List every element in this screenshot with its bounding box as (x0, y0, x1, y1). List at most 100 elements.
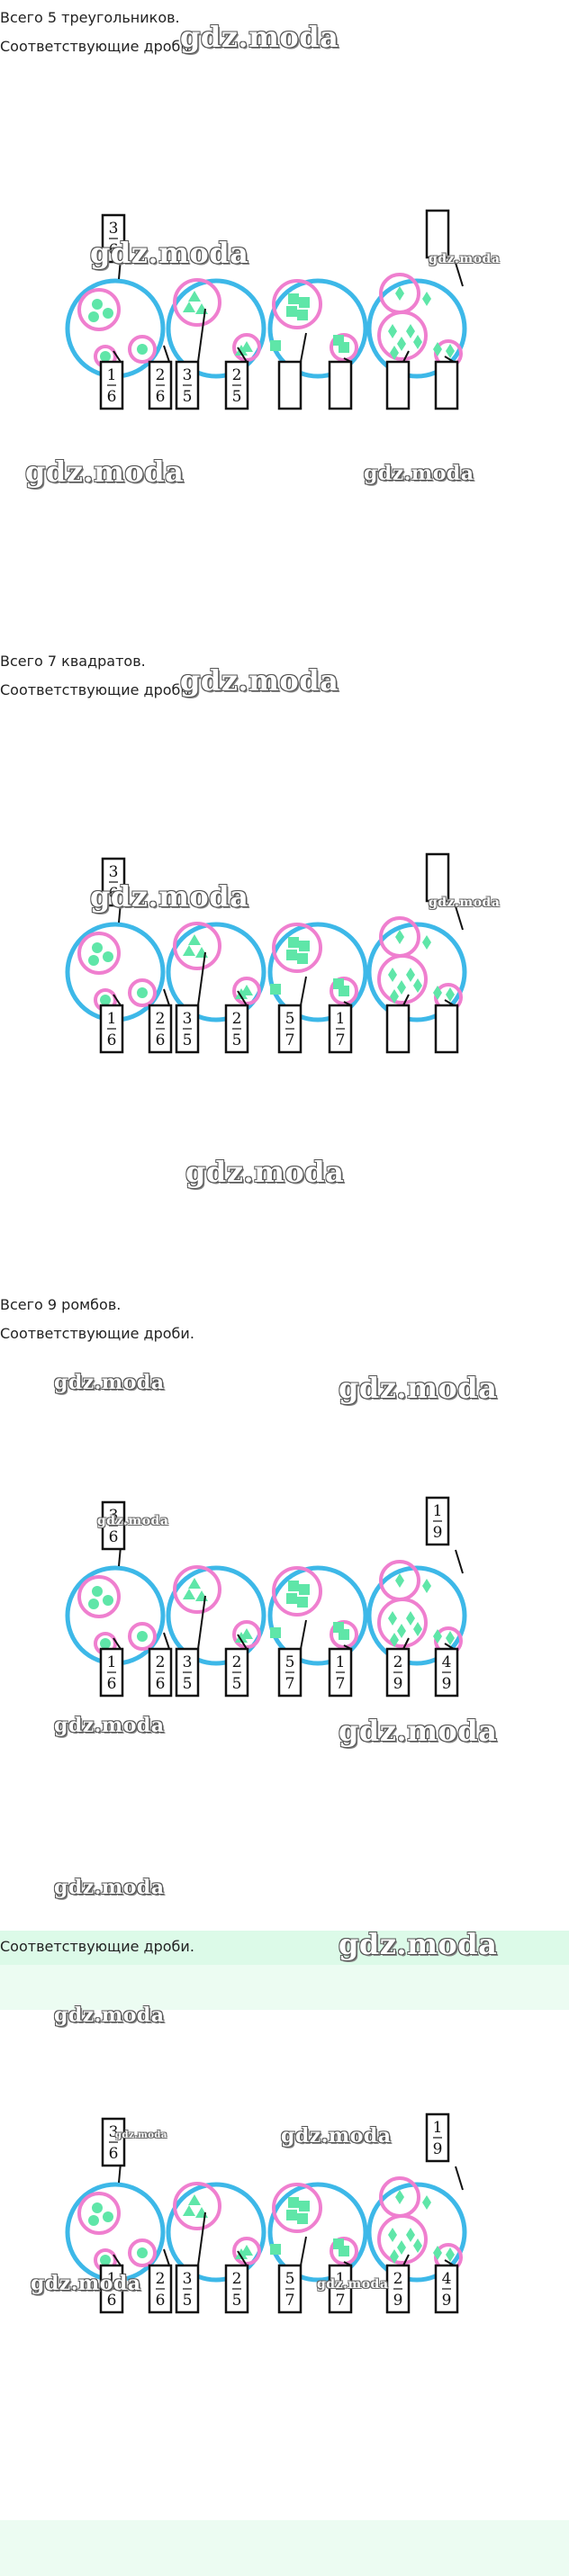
rhombus-shape (413, 978, 422, 993)
watermark: gdz.moda (115, 2130, 167, 2140)
highlight-band-fade (0, 1965, 569, 2010)
section-3-total: Всего 9 ромбов. (0, 1296, 122, 1313)
leader-line (237, 347, 248, 363)
square-shape (270, 1627, 281, 1638)
circle-shape (88, 2215, 99, 2226)
watermark: gdz.moda (31, 2272, 141, 2295)
rhombus-shape (446, 987, 455, 1002)
fraction-box (99, 1647, 124, 1698)
section-2-total: Всего 7 квадратов. (0, 653, 146, 670)
fraction-denominator: 6 (109, 241, 119, 259)
section-4-fractions-label: Соответствующие дроби. (0, 1938, 194, 1955)
rhombus-shape (390, 989, 399, 1004)
subset-circle (173, 1565, 221, 1614)
circle-shape (88, 955, 99, 966)
leader-line (300, 1619, 307, 1650)
leader-line (300, 976, 307, 1006)
fraction-box (277, 360, 303, 410)
leader-line (455, 2166, 464, 2191)
fraction-numerator: 2 (156, 366, 166, 384)
rhombus-shape (388, 2228, 397, 2242)
triangle-shape (188, 291, 201, 302)
circle-shape (103, 2211, 113, 2222)
triangle-shape (195, 947, 208, 958)
triangle-shape (235, 1632, 248, 1643)
rhombus-shape (422, 1579, 431, 1593)
watermark: gdz.moda (54, 1714, 165, 1737)
rhombus-shape (397, 1624, 406, 1638)
square-shape (286, 1593, 297, 1604)
fraction-box (224, 360, 249, 410)
fraction-denominator: 9 (433, 2140, 443, 2158)
rhombus-shape (395, 2190, 404, 2204)
fraction-numerator: 1 (433, 1502, 443, 1520)
subset-circle (232, 2237, 261, 2265)
subset-circle (377, 1598, 428, 1648)
fraction-denominator: 6 (109, 1528, 119, 1546)
fraction-denominator: 5 (183, 1031, 193, 1049)
set-circle (166, 278, 266, 379)
subset-circle (128, 978, 157, 1007)
rhombus-shape (390, 346, 399, 360)
circle-shape (100, 351, 111, 362)
triangle-shape (195, 1590, 208, 1601)
set-circle (166, 1565, 266, 1666)
triangle-shape (188, 2194, 201, 2205)
circle-shape (103, 1595, 113, 1606)
square-shape (288, 293, 299, 304)
fraction-numerator: 1 (336, 2270, 346, 2288)
triangle-shape (188, 934, 201, 945)
rhombus-shape (446, 344, 455, 358)
leader-line (402, 350, 410, 363)
watermark: gdz.moda (90, 236, 249, 270)
fraction-numerator: 1 (107, 1010, 117, 1028)
fraction-denominator: 9 (442, 1675, 452, 1693)
subset-circle (232, 1620, 261, 1649)
square-shape (333, 1622, 344, 1633)
watermark: gdz.moda (180, 663, 339, 698)
fraction-denominator: 5 (232, 1675, 242, 1693)
watermark: gdz.moda (25, 455, 185, 489)
fraction-denominator: 6 (156, 1031, 166, 1049)
subset-circle (272, 923, 322, 973)
subset-circle (272, 1566, 322, 1617)
fraction-numerator: 2 (156, 2270, 166, 2288)
circle-shape (88, 1599, 99, 1609)
rhombus-shape (413, 2238, 422, 2253)
circle-shape (137, 344, 148, 355)
fraction-box (385, 360, 411, 410)
subset-circle (128, 2238, 157, 2267)
subset-circle (272, 2183, 322, 2233)
fraction-denominator: 6 (107, 388, 117, 406)
fraction-box (99, 1004, 124, 1054)
subset-circle (128, 335, 157, 364)
fraction-numerator: 5 (285, 1010, 295, 1028)
subset-circle (173, 922, 221, 970)
rhombus-shape (433, 342, 442, 356)
leader-line (163, 345, 170, 363)
fraction-numerator: 3 (183, 2270, 193, 2288)
fraction-numerator: 3 (109, 2123, 119, 2141)
square-shape (288, 2197, 299, 2208)
subset-circle (173, 2182, 221, 2230)
leader-line (455, 905, 464, 931)
square-shape (299, 2201, 310, 2211)
fraction-denominator: 7 (336, 1031, 346, 1049)
square-shape (297, 1597, 308, 1608)
fraction-box (425, 852, 450, 903)
section-1-fractions-label: Соответствующие дроби. (0, 38, 194, 55)
fraction-denominator: 9 (442, 2292, 452, 2310)
rhombus-shape (413, 335, 422, 349)
rhombus-shape (397, 2240, 406, 2255)
square-shape (299, 297, 310, 308)
triangle-shape (195, 2207, 208, 2218)
square-shape (286, 950, 297, 960)
square-shape (286, 2210, 297, 2220)
rhombus-shape (395, 930, 404, 944)
circle-shape (137, 987, 148, 998)
rhombus-shape (397, 980, 406, 995)
triangle-shape (183, 2205, 195, 2216)
